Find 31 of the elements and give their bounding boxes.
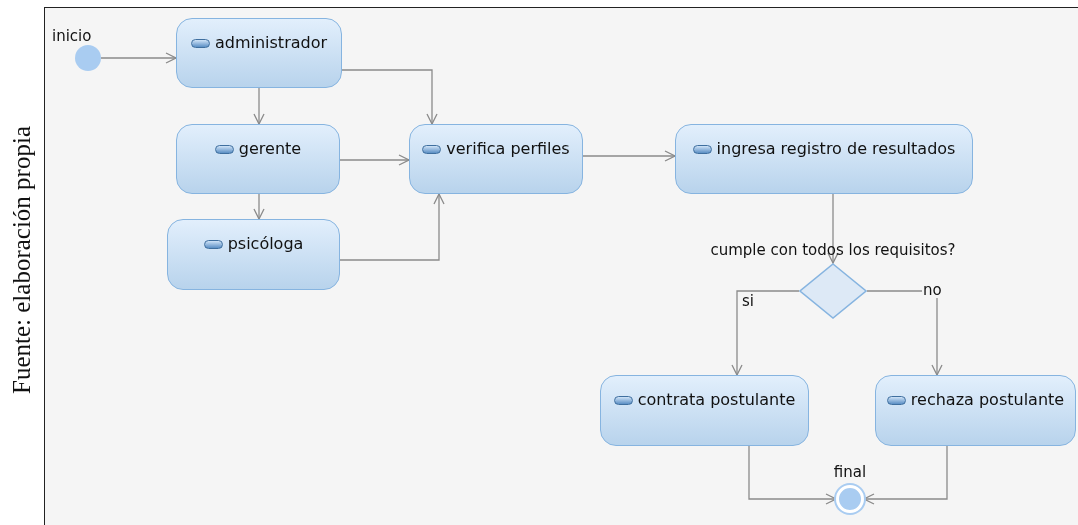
arrow — [731, 290, 800, 376]
node-label: inicio — [52, 26, 92, 47]
arrow — [339, 154, 410, 166]
arrow — [827, 193, 839, 264]
action-box — [167, 219, 340, 290]
action-label: rechaza postulante — [910, 389, 1065, 411]
arrow — [253, 87, 265, 125]
source-note: Fuente: elaboración propia — [7, 125, 36, 396]
action-box — [176, 124, 340, 194]
node-label: cumple con todos los requisitos? — [710, 240, 956, 261]
action-box — [600, 375, 809, 446]
arrow — [748, 445, 837, 505]
action-label: gerente — [238, 138, 302, 160]
action-box — [409, 124, 583, 194]
action-label: administrador — [214, 32, 328, 54]
action-label: ingresa registro de resultados — [716, 138, 956, 160]
arrow — [253, 193, 265, 220]
node-label: final — [833, 462, 867, 483]
action-box — [875, 375, 1076, 446]
action-label: psicóloga — [227, 233, 304, 255]
arrow — [866, 290, 943, 376]
action-label: verifica perfiles — [446, 138, 570, 160]
edge-label: si — [741, 293, 755, 309]
arrow — [863, 445, 948, 505]
arrow — [339, 193, 445, 261]
arrow — [582, 150, 676, 162]
action-box — [176, 18, 342, 88]
arrow — [100, 52, 177, 64]
arrow — [341, 69, 438, 125]
action-box — [675, 124, 973, 194]
action-label: contrata postulante — [637, 389, 796, 411]
